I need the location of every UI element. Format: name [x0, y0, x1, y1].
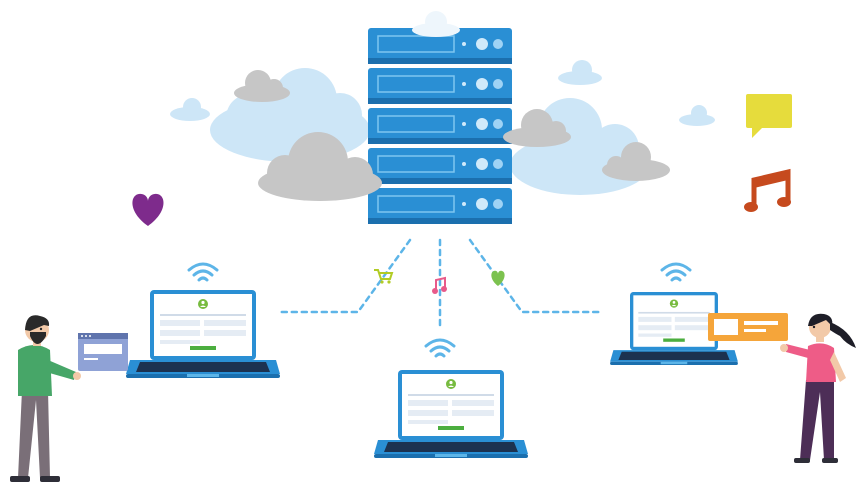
browser-window-card: [78, 333, 128, 371]
person-woman: [780, 313, 856, 463]
cloud-gray-top-left: [234, 70, 290, 102]
cloud-top-white: [412, 11, 460, 37]
wifi-icon: [187, 262, 219, 282]
wifi-icon: [660, 262, 692, 282]
wifi-icon: [424, 338, 456, 358]
laptop-center: [374, 370, 528, 458]
laptop-left: [126, 290, 280, 378]
cloud-small-far-right: [679, 105, 715, 126]
cloud-gray-big: [258, 132, 382, 201]
person-man: [10, 315, 81, 482]
cloud-small-left: [170, 98, 210, 121]
cloud-small-right: [558, 60, 602, 85]
music-note-small-icon: [432, 276, 447, 294]
chat-bubble-icon: [746, 94, 792, 138]
server-stack: [367, 27, 513, 225]
link-right: [468, 238, 602, 314]
network-links: [276, 238, 602, 328]
heart-icon: [132, 193, 164, 226]
cloud-gray-right: [503, 109, 571, 147]
music-note-icon: [744, 168, 791, 212]
cloud-gray-far-right: [602, 142, 670, 181]
link-left: [276, 238, 412, 314]
message-card: [708, 313, 788, 341]
shopping-cart-icon: [374, 269, 394, 284]
heart-small-icon: [491, 270, 505, 286]
cloud-large-left: [210, 68, 370, 162]
